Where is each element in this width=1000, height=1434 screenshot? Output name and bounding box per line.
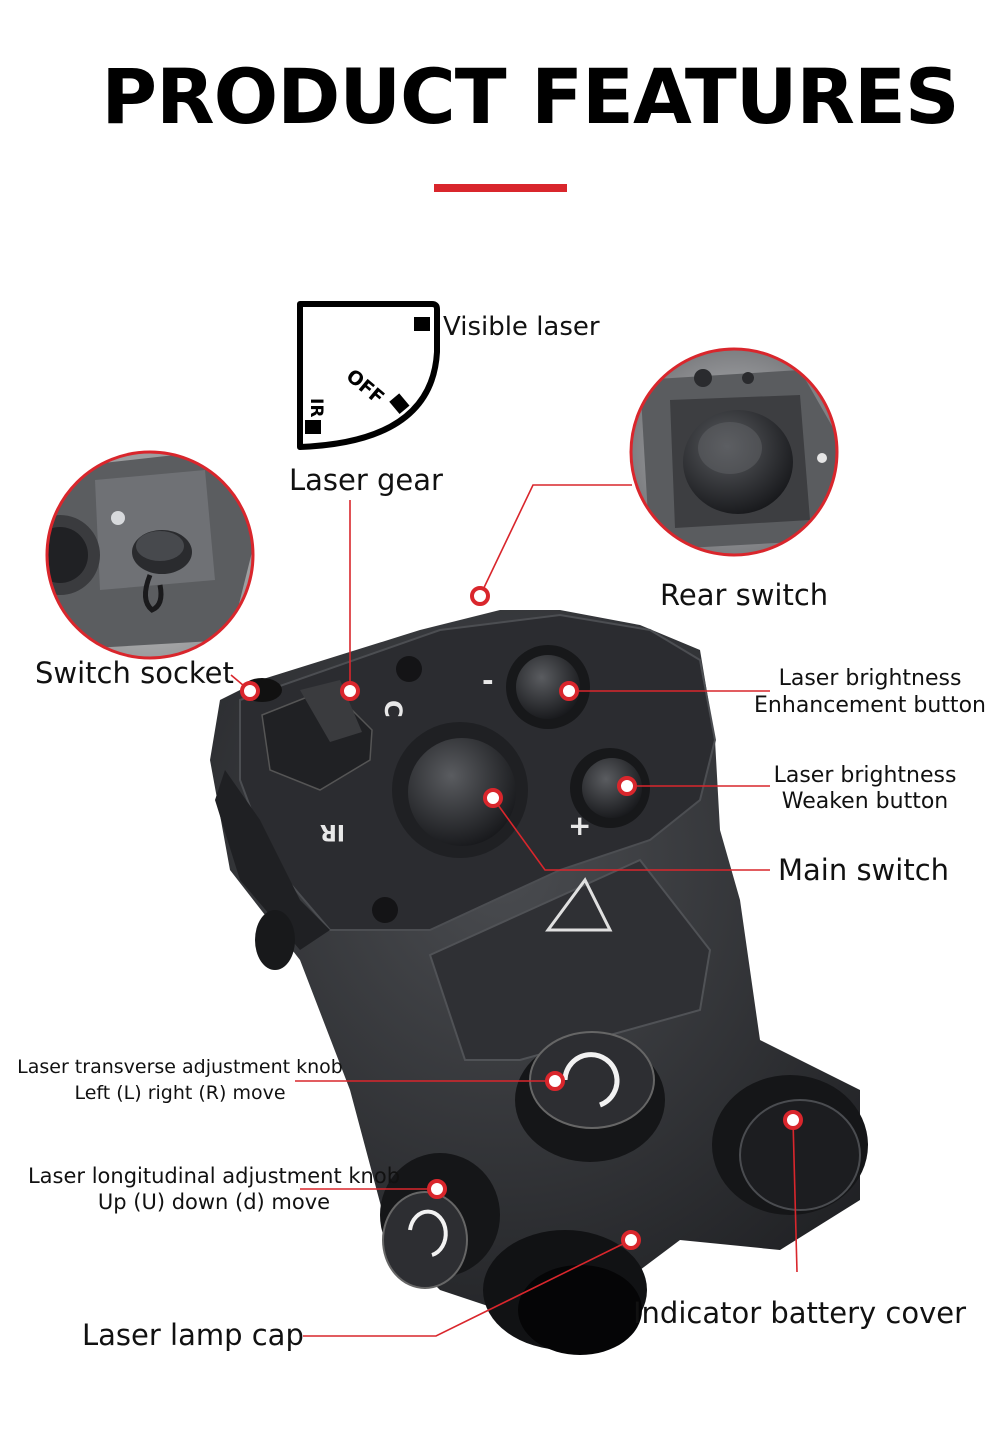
visible-laser-label: Visible laser <box>443 312 600 342</box>
marking-c: C <box>379 700 407 718</box>
switch-socket-zoom <box>45 450 255 660</box>
callout-markers <box>240 586 803 1250</box>
brightness-down-label-line2: Weaken button <box>781 789 949 814</box>
marker-brightness-down <box>617 776 637 796</box>
rear-switch-zoom <box>629 347 839 557</box>
marker-brightness-up <box>559 681 579 701</box>
marker-main-switch <box>483 788 503 808</box>
svg-text:IR: IR <box>306 398 326 417</box>
laser-gear-diagram: OFF IR <box>297 301 440 450</box>
marking-minus: - <box>482 664 494 697</box>
battery-cover-label: Indicator battery cover <box>633 1296 967 1330</box>
brightness-up-label-line2: Enhancement button <box>754 693 986 718</box>
marking-plus: + <box>568 809 591 842</box>
brightness-up-label-line1: Laser brightness <box>778 666 962 691</box>
marker-laser-gear <box>340 681 360 701</box>
longitudinal-knob-label-line1: Laser longitudinal adjustment knob <box>27 1164 401 1188</box>
marking-ir: IR <box>320 819 345 844</box>
rear-switch-label: Rear switch <box>660 578 829 612</box>
marker-transverse-knob <box>545 1071 565 1091</box>
transverse-knob-label-line1: Laser transverse adjustment knob <box>17 1056 343 1078</box>
brightness-down-label-line1: Laser brightness <box>773 763 957 788</box>
transverse-knob-label-line2: Left (L) right (R) move <box>74 1082 286 1104</box>
marker-battery-cover <box>783 1110 803 1130</box>
switch-socket-label: Switch socket <box>35 656 234 690</box>
marker-rear-switch <box>470 586 490 606</box>
svg-text:OFF: OFF <box>342 365 388 409</box>
laser-gear-label: Laser gear <box>289 463 443 497</box>
lamp-cap-label: Laser lamp cap <box>82 1318 304 1352</box>
laser-device: C - + IR <box>210 610 868 1355</box>
longitudinal-knob-label-line2: Up (U) down (d) move <box>97 1190 331 1214</box>
title-accent-bar <box>434 184 567 192</box>
marker-lamp-cap <box>621 1230 641 1250</box>
callout-leader-lines <box>230 484 798 1337</box>
marker-longitudinal-knob <box>427 1179 447 1199</box>
main-switch-label: Main switch <box>778 853 950 887</box>
page-title: PRODUCT FEATURES <box>101 52 959 141</box>
marker-switch-socket <box>240 681 260 701</box>
